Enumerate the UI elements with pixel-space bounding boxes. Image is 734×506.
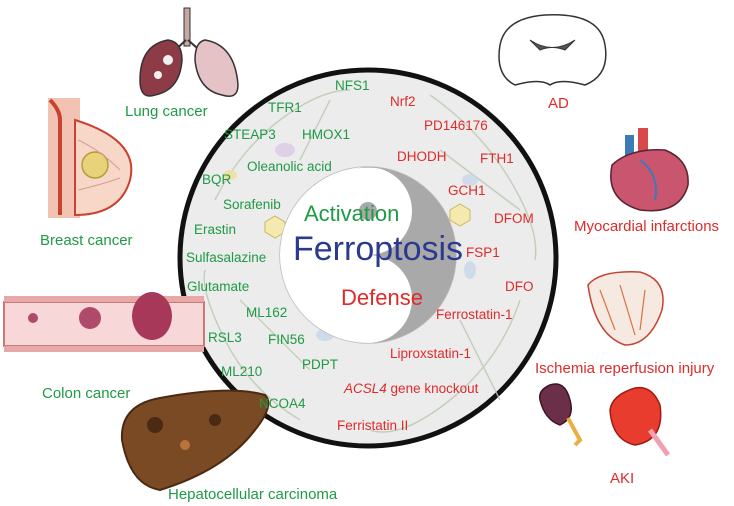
activator-ml162: ML162 (246, 305, 288, 320)
inhibitor-dfom: DFOM (494, 211, 534, 226)
activator-erastin: Erastin (194, 222, 237, 237)
cancer-hepatocellular: Hepatocellular carcinoma (168, 486, 338, 503)
activator-ncoa4: NCOA4 (259, 396, 306, 411)
activator-nfs1: NFS1 (335, 78, 370, 93)
cancer-breast: Breast cancer (40, 232, 133, 249)
disease-ischemia: Ischemia reperfusion injury (535, 360, 715, 377)
activator-bqr: BQR (202, 172, 232, 187)
lung-icon (139, 7, 239, 97)
disease-aki: AKI (610, 470, 635, 487)
inhibitor-acsl4-knockout: ACSL4 gene knockout (344, 381, 478, 396)
activator-oleanolic-acid: Oleanolic acid (247, 159, 332, 174)
acsl4-gene-name: ACSL4 (344, 381, 387, 396)
liver-icon (120, 389, 270, 492)
activator-rsl3: RSL3 (208, 330, 242, 345)
inhibitor-liproxstatin-1: Liproxstatin-1 (390, 346, 472, 361)
inhibitor-pd146176: PD146176 (424, 118, 488, 133)
inhibitor-gch1: GCH1 (448, 183, 486, 198)
activator-sorafenib: Sorafenib (223, 197, 281, 212)
disease-ad: AD (548, 95, 569, 112)
disease-myocardial: Myocardial infarctions (574, 218, 720, 235)
cancer-colon: Colon cancer (42, 385, 131, 402)
breast-icon (48, 98, 133, 218)
inhibitor-dfo: DFO (505, 279, 534, 294)
activator-hmox1: HMOX1 (302, 127, 351, 142)
defense-label: Defense (341, 285, 423, 310)
inhibitor-ferrostatin-1: Ferrostatin-1 (436, 307, 513, 322)
activator-fin56: FIN56 (268, 332, 305, 347)
inhibitor-fsp1: FSP1 (466, 245, 500, 260)
activator-glutamate: Glutamate (187, 279, 250, 294)
center-title: Ferroptosis (293, 230, 464, 268)
activator-ml210: ML210 (221, 364, 263, 379)
activation-label: Activation (304, 201, 400, 226)
inhibitor-nrf2: Nrf2 (390, 94, 416, 109)
yin-yang-symbol (279, 166, 457, 344)
activator-steap3: STEAP3 (224, 127, 276, 142)
heart-cross-section-icon (587, 271, 664, 346)
cancer-lung: Lung cancer (125, 103, 208, 120)
activator-sulfasalazine: Sulfasalazine (186, 250, 267, 265)
kidney-icon (538, 383, 671, 457)
activator-tfr1: TFR1 (268, 100, 302, 115)
inhibitor-fth1: FTH1 (480, 151, 514, 166)
heart-icon (610, 128, 689, 212)
activator-pdpt: PDPT (302, 357, 339, 372)
brain-icon (498, 14, 607, 86)
gene-knockout-text: gene knockout (390, 381, 479, 396)
inhibitor-dhodh: DHODH (397, 149, 447, 164)
colon-icon (3, 292, 205, 352)
inhibitor-ferristatin-ii: Ferristatin II (337, 418, 409, 433)
